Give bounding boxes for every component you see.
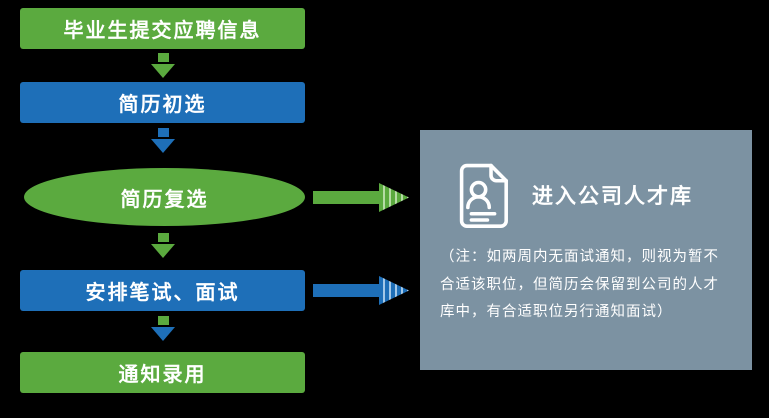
arrow-body bbox=[313, 191, 379, 204]
right-arrow-icon bbox=[313, 276, 409, 305]
talent-pool-note: （注：如两周内无面试通知，则视为暂不合适该职位，但简历会保留到公司的人才库中，有… bbox=[440, 249, 719, 321]
arrow-stub bbox=[157, 316, 169, 325]
document-person-icon bbox=[454, 162, 512, 228]
flow-step-resume-reselection: 简历复选 bbox=[24, 168, 305, 226]
down-arrow-icon bbox=[148, 233, 178, 258]
down-arrow-icon bbox=[148, 53, 178, 78]
arrow-stub bbox=[157, 128, 169, 137]
talent-pool-panel: 进入公司人才库 （注：如两周内无面试通知，则视为暂不合适该职位，但简历会保留到公… bbox=[420, 130, 752, 370]
flow-step-notify-hire: 通知录用 bbox=[20, 352, 305, 393]
arrow-head bbox=[151, 139, 175, 153]
arrow-stub bbox=[157, 53, 169, 62]
arrow-head bbox=[151, 64, 175, 78]
down-arrow-icon bbox=[148, 128, 178, 153]
arrow-head bbox=[151, 327, 175, 341]
arrow-head bbox=[379, 276, 409, 305]
right-arrow-icon bbox=[313, 183, 409, 212]
flow-step-resume-initial-screening: 简历初选 bbox=[20, 82, 305, 123]
arrow-body bbox=[313, 284, 379, 297]
talent-pool-title: 进入公司人才库 bbox=[532, 184, 693, 208]
arrow-head bbox=[151, 244, 175, 258]
flow-step-submit-info: 毕业生提交应聘信息 bbox=[20, 8, 305, 49]
flow-step-arrange-tests-interview: 安排笔试、面试 bbox=[20, 270, 305, 311]
arrow-stub bbox=[157, 233, 169, 242]
down-arrow-icon bbox=[148, 316, 178, 341]
talent-pool-header: 进入公司人才库 bbox=[420, 130, 752, 228]
arrow-head bbox=[379, 183, 409, 212]
